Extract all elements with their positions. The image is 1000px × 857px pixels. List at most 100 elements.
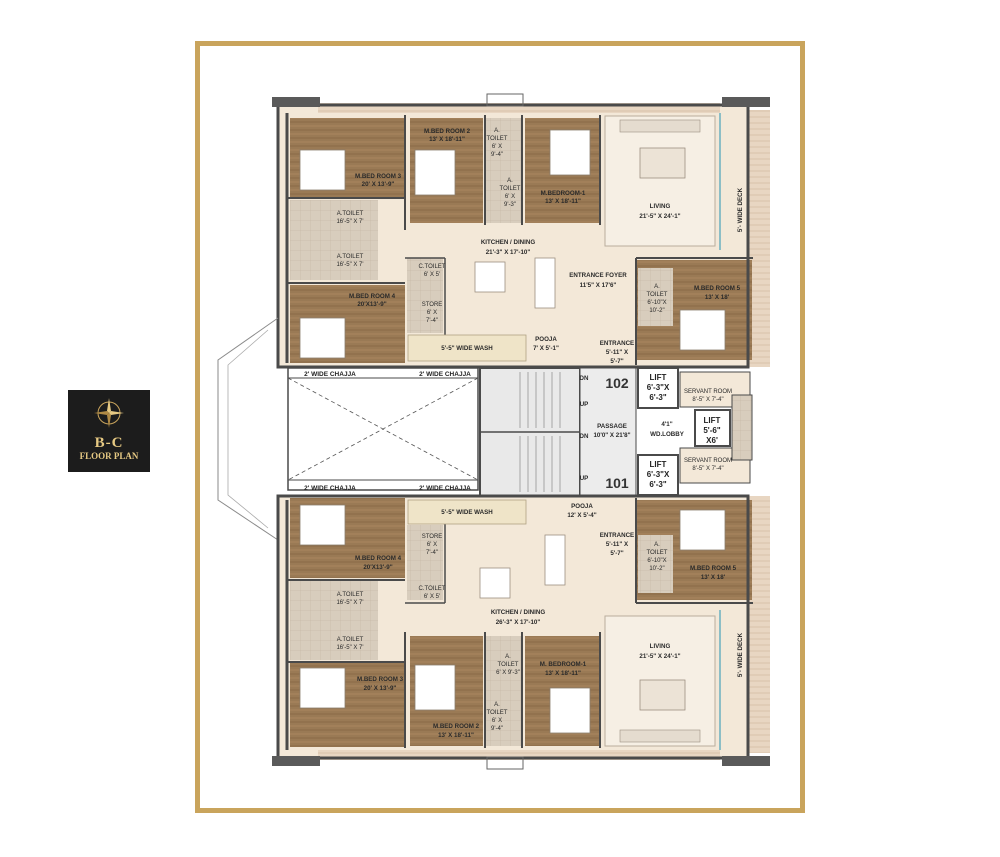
svg-text:UP: UP	[580, 401, 589, 408]
svg-text:16'-5" X 7': 16'-5" X 7'	[336, 645, 363, 651]
label-deck-top: 5'- WIDE DECK	[737, 187, 744, 232]
label-mbed5-top: M.BED ROOM 5	[694, 285, 741, 292]
svg-text:TOILET: TOILET	[498, 662, 519, 668]
svg-text:6' X 5': 6' X 5'	[424, 272, 440, 278]
svg-text:M. BEDROOM-1: M. BEDROOM-1	[540, 661, 587, 668]
svg-text:5'-7": 5'-7"	[610, 550, 623, 557]
label-servant-bot: SERVANT ROOM	[684, 458, 732, 464]
svg-text:102: 102	[605, 375, 629, 391]
svg-text:4'1": 4'1"	[661, 421, 672, 428]
svg-text:PASSAGE: PASSAGE	[597, 423, 627, 430]
compass-rose-icon	[94, 398, 124, 428]
void-area	[217, 317, 479, 541]
svg-text:13' X 18'-11": 13' X 18'-11"	[429, 136, 465, 143]
svg-text:DN: DN	[580, 375, 589, 382]
label-ctoilet-top: C.TOILET	[419, 264, 446, 270]
svg-text:LIFT: LIFT	[650, 460, 667, 469]
label-chajja-2: 2' WIDE CHAJJA	[419, 371, 471, 378]
svg-text:C.TOILET: C.TOILET	[419, 264, 446, 270]
label-mbed5-bot: M.BED ROOM 5	[690, 565, 737, 572]
svg-text:ENTRANCE: ENTRANCE	[600, 340, 634, 347]
svg-text:101: 101	[605, 475, 629, 491]
svg-text:13' X 18': 13' X 18'	[705, 294, 730, 301]
svg-text:6'-3": 6'-3"	[649, 393, 666, 402]
label-living-top: LIVING	[650, 203, 671, 210]
svg-text:A.: A.	[654, 284, 660, 290]
svg-text:9'-4": 9'-4"	[491, 152, 503, 158]
svg-text:16'-5" X 7': 16'-5" X 7'	[336, 262, 363, 268]
svg-text:21'-5" X 24'-1": 21'-5" X 24'-1"	[639, 213, 680, 220]
svg-text:8'-5" X 7'-4": 8'-5" X 7'-4"	[692, 466, 723, 472]
svg-text:6' X 9'-3": 6' X 9'-3"	[496, 670, 520, 676]
svg-text:A.: A.	[654, 542, 660, 548]
svg-text:10'0" X 21'8": 10'0" X 21'8"	[593, 432, 630, 439]
svg-text:TOILET: TOILET	[500, 186, 521, 192]
label-pooja-top: POOJA	[535, 336, 557, 343]
svg-text:6' X: 6' X	[492, 718, 502, 724]
svg-text:5'-7": 5'-7"	[610, 358, 623, 365]
svg-text:6'-3": 6'-3"	[649, 480, 666, 489]
svg-text:21'-5" X 24'-1": 21'-5" X 24'-1"	[639, 653, 680, 660]
svg-text:13' X 18'-11": 13' X 18'-11"	[545, 198, 581, 205]
svg-text:5'- WIDE DECK: 5'- WIDE DECK	[737, 632, 744, 677]
svg-text:6'-3"X: 6'-3"X	[647, 383, 670, 392]
room-labels: M.BED ROOM 3 20' X 13'-9" M.BED ROOM 2 1…	[304, 128, 744, 739]
label-dn-2: DN	[580, 433, 589, 440]
svg-text:5'-5" WIDE WASH: 5'-5" WIDE WASH	[441, 345, 493, 352]
core-stairs-lifts	[479, 367, 753, 497]
svg-text:A.: A.	[494, 128, 500, 134]
label-chajja-1: 2' WIDE CHAJJA	[304, 371, 356, 378]
svg-text:X6': X6'	[706, 436, 718, 445]
svg-text:2' WIDE CHAJJA: 2' WIDE CHAJJA	[419, 371, 471, 378]
svg-text:6' X: 6' X	[427, 310, 437, 316]
svg-text:13' X 18'-11": 13' X 18'-11"	[545, 670, 581, 677]
label-atoilet5-top: A.	[654, 284, 660, 290]
svg-text:M.BEDROOM-1: M.BEDROOM-1	[541, 190, 586, 197]
svg-text:M.BED ROOM 5: M.BED ROOM 5	[690, 565, 737, 572]
label-atoilet-b-top: A.	[507, 178, 513, 184]
svg-text:26'-3" X 17'-10": 26'-3" X 17'-10"	[496, 619, 541, 626]
svg-text:5'-11" X: 5'-11" X	[606, 349, 629, 356]
svg-text:7' X 5'-1": 7' X 5'-1"	[533, 345, 559, 352]
svg-text:STORE: STORE	[422, 534, 443, 540]
label-pooja-bot: POOJA	[571, 503, 593, 510]
label-wdlobby: 4'1"	[661, 421, 672, 428]
label-atoilet1-top: A.TOILET	[337, 211, 364, 217]
label-mbed2-top: M.BED ROOM 2	[424, 128, 471, 135]
svg-text:9'-4": 9'-4"	[491, 726, 503, 732]
svg-text:M.BED ROOM 5: M.BED ROOM 5	[694, 285, 741, 292]
svg-text:ENTRANCE FOYER: ENTRANCE FOYER	[569, 272, 627, 279]
svg-text:5'-5" WIDE WASH: 5'-5" WIDE WASH	[441, 509, 493, 516]
label-wash-bot: 5'-5" WIDE WASH	[441, 509, 493, 516]
label-chajja-4: 2' WIDE CHAJJA	[419, 485, 471, 492]
unit-number-101: 101	[605, 475, 629, 491]
label-lift-3: LIFT	[650, 460, 667, 469]
floor-plan-badge: B-C FLOOR PLAN	[68, 390, 150, 472]
label-up-1: UP	[580, 401, 589, 408]
svg-text:10'-2": 10'-2"	[649, 566, 664, 572]
svg-text:STORE: STORE	[422, 302, 443, 308]
svg-text:WD.LOBBY: WD.LOBBY	[650, 431, 685, 438]
svg-text:13' X 18': 13' X 18'	[701, 574, 726, 581]
svg-text:TOILET: TOILET	[487, 710, 508, 716]
svg-text:6' X: 6' X	[427, 542, 437, 548]
svg-text:M.BED ROOM 4: M.BED ROOM 4	[349, 293, 396, 300]
svg-text:2' WIDE CHAJJA: 2' WIDE CHAJJA	[304, 485, 356, 492]
svg-text:6' X 5': 6' X 5'	[424, 594, 440, 600]
svg-text:16'-5" X 7': 16'-5" X 7'	[336, 219, 363, 225]
svg-text:A.: A.	[507, 178, 513, 184]
svg-text:SERVANT ROOM: SERVANT ROOM	[684, 458, 732, 464]
label-mbed3-bot: M.BED ROOM 3	[357, 676, 404, 683]
svg-text:10'-2": 10'-2"	[649, 308, 664, 314]
label-foyer-top: ENTRANCE FOYER	[569, 272, 627, 279]
svg-text:5'-6": 5'-6"	[703, 426, 720, 435]
svg-text:6' X: 6' X	[505, 194, 515, 200]
svg-text:20'X13'-9": 20'X13'-9"	[363, 564, 392, 571]
svg-text:6'-3"X: 6'-3"X	[647, 470, 670, 479]
svg-text:LIVING: LIVING	[650, 203, 671, 210]
svg-text:20'X13'-9": 20'X13'-9"	[357, 301, 386, 308]
svg-text:POOJA: POOJA	[571, 503, 593, 510]
svg-text:DN: DN	[580, 433, 589, 440]
svg-text:6'-10"X: 6'-10"X	[647, 558, 666, 564]
